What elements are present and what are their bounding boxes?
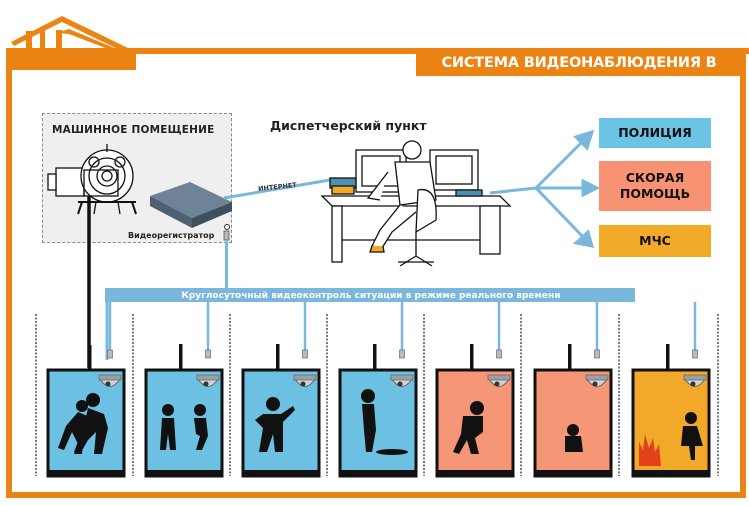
page-title: СИСТЕМА ВИДЕОНАБЛЮДЕНИЯ В ЛИФТЕ bbox=[416, 50, 742, 97]
dvr-recorder-icon bbox=[150, 182, 232, 228]
security-camera-icon bbox=[683, 374, 707, 387]
service-ambulance: СКОРАЯ ПОМОЩЬ bbox=[599, 161, 711, 211]
elevator-cabin bbox=[338, 302, 418, 478]
cabin-rope bbox=[276, 344, 280, 370]
crying-child-icon bbox=[565, 424, 583, 452]
dvr-cable bbox=[223, 224, 230, 290]
cabin-floor bbox=[243, 470, 319, 476]
service-police: ПОЛИЦИЯ bbox=[599, 118, 711, 148]
smoking-people-icon bbox=[160, 404, 208, 450]
elevator-cabin bbox=[631, 302, 711, 478]
cabin-floor bbox=[535, 470, 611, 476]
internet-line bbox=[223, 178, 331, 200]
security-camera-icon bbox=[487, 374, 511, 387]
cable-connector bbox=[302, 349, 308, 359]
house-logo-icon bbox=[6, 16, 136, 70]
service-police-label: ПОЛИЦИЯ bbox=[618, 125, 692, 141]
cabin-floor bbox=[340, 470, 416, 476]
chest-pain-person-icon bbox=[453, 401, 484, 454]
service-arrows bbox=[534, 129, 601, 248]
fighting-people-icon bbox=[58, 393, 108, 454]
frame-left-edge bbox=[6, 60, 12, 496]
frame-right-edge bbox=[740, 48, 746, 498]
graffiti-vandal-icon bbox=[255, 397, 295, 452]
elevator-cabin bbox=[46, 302, 126, 478]
elevator-winch-icon bbox=[47, 144, 137, 215]
security-camera-icon bbox=[390, 374, 414, 387]
service-mchs: МЧС bbox=[599, 225, 711, 257]
dispatcher-workstation-icon bbox=[320, 140, 512, 267]
cabin-rope bbox=[88, 345, 92, 371]
service-mchs-label: МЧС bbox=[639, 233, 671, 249]
cabin-floor bbox=[633, 470, 709, 476]
machine-room-label: МАШИННОЕ ПОМЕЩЕНИЕ bbox=[52, 124, 215, 136]
cable-connector bbox=[594, 349, 600, 359]
elevator-cabin bbox=[144, 302, 224, 478]
cable-connector bbox=[496, 349, 502, 359]
urinating-person-icon bbox=[361, 389, 408, 455]
security-camera-icon bbox=[293, 374, 317, 387]
service-ambulance-label-line2: ПОМОЩЬ bbox=[619, 186, 691, 201]
frame-bottom-edge bbox=[6, 492, 745, 498]
cabin-rope bbox=[470, 344, 474, 370]
cabin-floor bbox=[48, 470, 124, 476]
cabin-rope bbox=[568, 344, 572, 370]
cabin-floor bbox=[437, 470, 513, 476]
cable-connector bbox=[399, 349, 405, 359]
dispatch-out-line bbox=[489, 186, 537, 195]
cabin-rope bbox=[179, 344, 183, 370]
security-camera-icon bbox=[196, 374, 220, 387]
cabin-body bbox=[144, 368, 224, 478]
cabin-floor bbox=[146, 470, 222, 476]
monitoring-bus-label: Круглосуточный видеоконтроль ситуации в … bbox=[181, 291, 561, 301]
dispatch-label: Диспетчерский пункт bbox=[270, 118, 427, 133]
monitoring-bus bbox=[105, 288, 635, 302]
cable-connector bbox=[205, 349, 211, 359]
fire-panic-person-icon bbox=[639, 412, 703, 466]
elevator-cabin bbox=[533, 302, 613, 478]
elevator-cabin bbox=[435, 302, 515, 478]
cable-connector bbox=[692, 349, 698, 359]
cabin-rope bbox=[666, 344, 670, 370]
cable-connector bbox=[107, 349, 113, 359]
elevator-cabin bbox=[241, 302, 321, 478]
cabin-rope bbox=[373, 344, 377, 370]
security-camera-icon bbox=[98, 374, 122, 387]
dvr-label: Видеорегистратор bbox=[128, 231, 215, 240]
security-camera-icon bbox=[585, 374, 609, 387]
service-ambulance-label-line1: СКОРАЯ bbox=[625, 170, 685, 186]
